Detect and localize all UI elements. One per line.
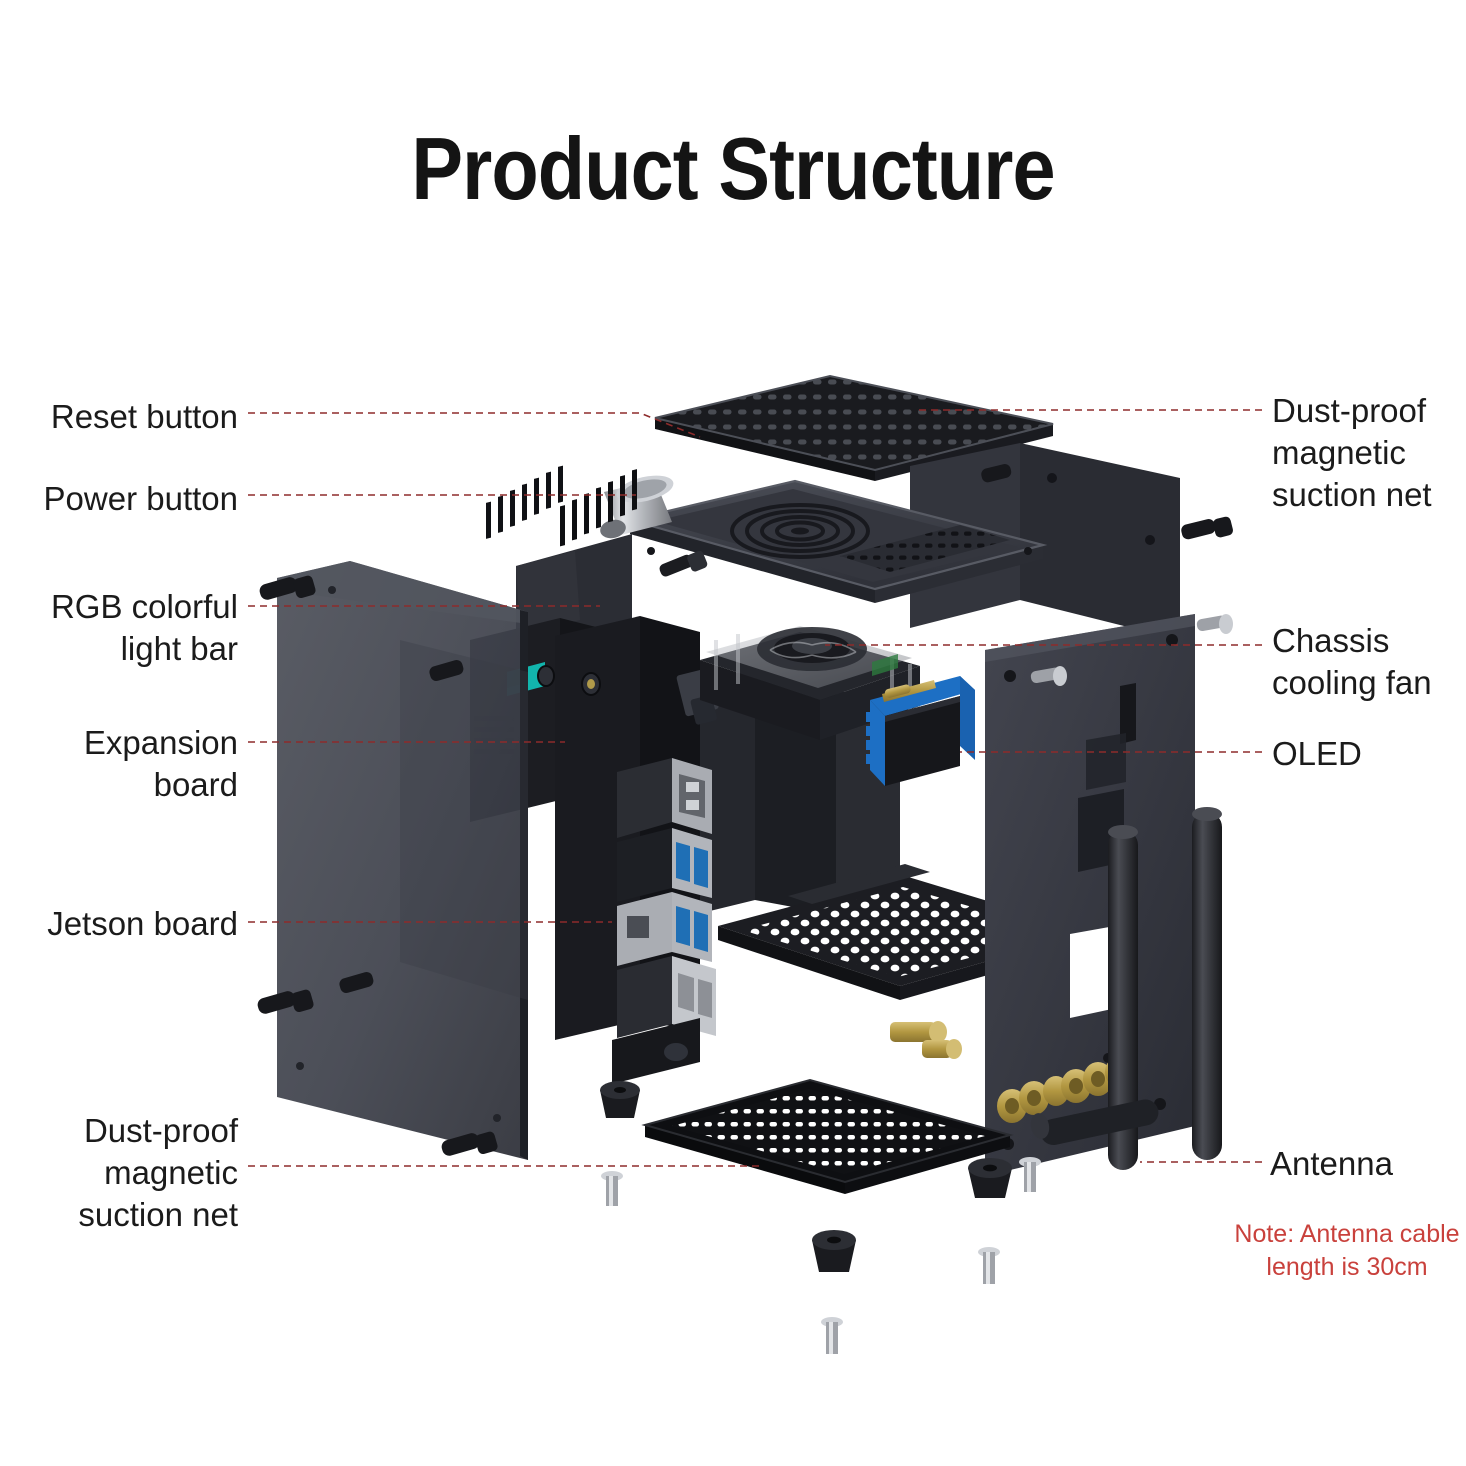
label-expansion-board: Expansion board (83, 724, 238, 804)
rubber-feet (600, 1081, 1012, 1272)
label-power-button: Power button (43, 480, 238, 517)
top-dust-net (654, 374, 1054, 481)
usb3-port-pair-1 (617, 828, 712, 902)
usb-a-port-pair (617, 956, 716, 1038)
loose-screws (601, 1157, 1041, 1354)
label-reset-button: Reset button (50, 398, 238, 435)
oled-part (866, 676, 975, 786)
top-cover (625, 443, 1180, 640)
page-title: Product Structure (411, 119, 1055, 218)
ethernet-port (617, 758, 712, 838)
label-rgb-light-bar: RGB colorful light bar (50, 588, 238, 668)
label-chassis-cooling-fan: Chassis cooling fan (1272, 622, 1432, 702)
reset-button-part (659, 550, 708, 577)
usb3-port-pair-2 (617, 892, 712, 966)
label-antenna: Antenna (1270, 1145, 1393, 1182)
antenna-cable-note: Note: Antenna cable length is 30cm (1234, 1220, 1460, 1281)
antennas-part (1030, 807, 1222, 1170)
bottom-dust-net (641, 1078, 1014, 1194)
label-oled: OLED (1272, 735, 1362, 772)
label-dustproof-net-bottom: Dust-proof magnetic suction net (78, 1112, 238, 1234)
antenna-hardware (884, 684, 1131, 1123)
left-side-panel (257, 561, 528, 1160)
label-dustproof-net-top: Dust-proof magnetic suction net (1272, 392, 1432, 514)
jetson-board-part (537, 469, 719, 1084)
label-jetson-board: Jetson board (47, 905, 238, 942)
